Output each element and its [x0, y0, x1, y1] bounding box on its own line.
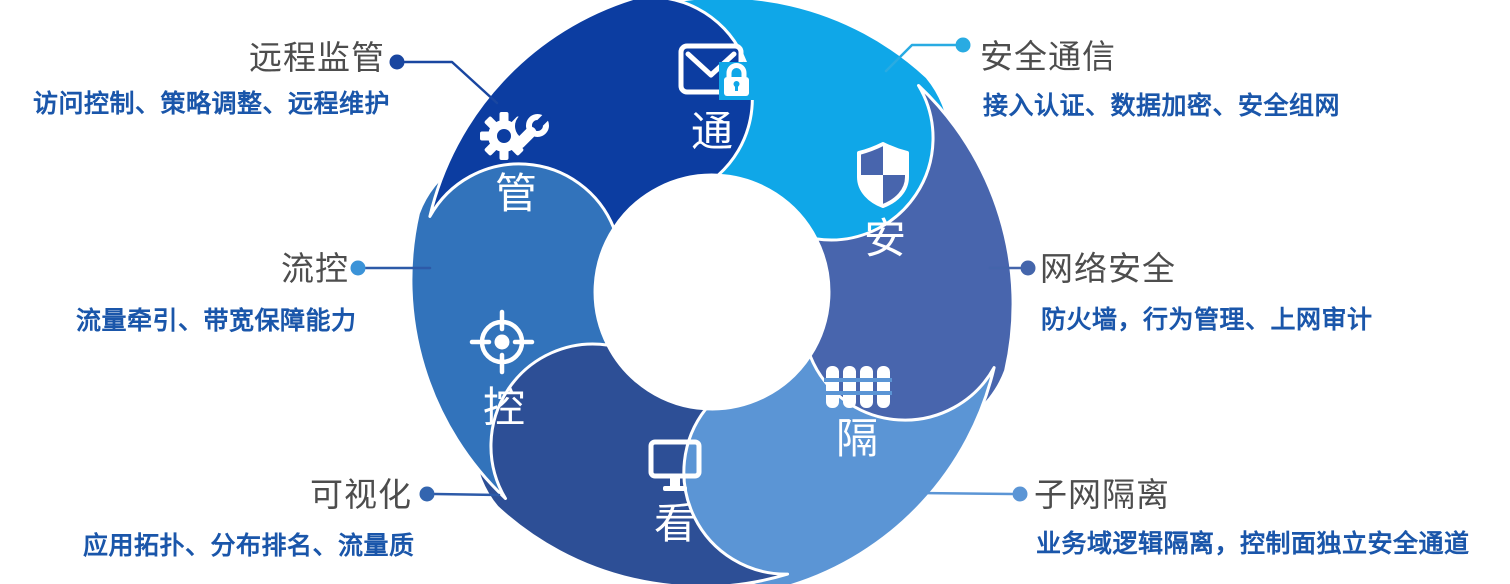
callout-line-visual	[433, 492, 501, 497]
fence-icon	[824, 366, 892, 408]
callout-title-flow-control: 流控	[281, 250, 349, 287]
callout-subtitle-visualization: 应用拓扑、分布排名、流量质	[83, 532, 415, 560]
shield-icon	[857, 142, 909, 208]
callout-subtitle-subnet-isolation: 业务域逻辑隔离，控制面独立安全通道	[1036, 530, 1470, 558]
callout-title-subnet-isolation: 子网隔离	[1034, 476, 1170, 513]
segment-char-kan: 看	[654, 500, 696, 547]
callout-dot-secure	[955, 37, 971, 53]
callout-line-remote	[403, 60, 499, 105]
monitor-icon	[648, 439, 702, 491]
callout-title-network-security: 网络安全	[1040, 250, 1176, 287]
segment-char-guan: 管	[495, 170, 537, 217]
segment-char-ge: 隔	[836, 415, 878, 462]
mail-lock-icon	[678, 43, 759, 100]
segment-char-kong: 控	[483, 384, 525, 431]
callout-dot-flow	[350, 260, 366, 276]
callout-dot-subnet	[1012, 486, 1028, 502]
segment-guan	[428, 0, 754, 230]
segment-char-tong: 通	[691, 108, 733, 155]
callout-title-visualization: 可视化	[310, 476, 412, 513]
callout-subtitle-network-security: 防火墙，行为管理、上网审计	[1041, 306, 1373, 334]
callout-dot-visual	[419, 486, 435, 502]
target-icon	[469, 309, 535, 375]
callout-title-remote: 远程监管	[249, 39, 385, 76]
callout-subtitle-secure-comm: 接入认证、数据加密、安全组网	[983, 92, 1341, 120]
callout-dot-remote	[389, 54, 405, 70]
callout-title-secure-comm: 安全通信	[980, 38, 1116, 75]
callout-subtitle-flow-control: 流量牵引、带宽保障能力	[76, 307, 357, 335]
callout-line-secure	[884, 43, 957, 73]
callout-dot-network	[1020, 260, 1036, 276]
segment-char-an: 安	[864, 215, 906, 262]
callout-line-subnet	[916, 491, 1014, 496]
gear-wrench-icon	[480, 112, 551, 160]
callout-subtitle-remote: 访问控制、策略调整、远程维护	[33, 90, 391, 118]
